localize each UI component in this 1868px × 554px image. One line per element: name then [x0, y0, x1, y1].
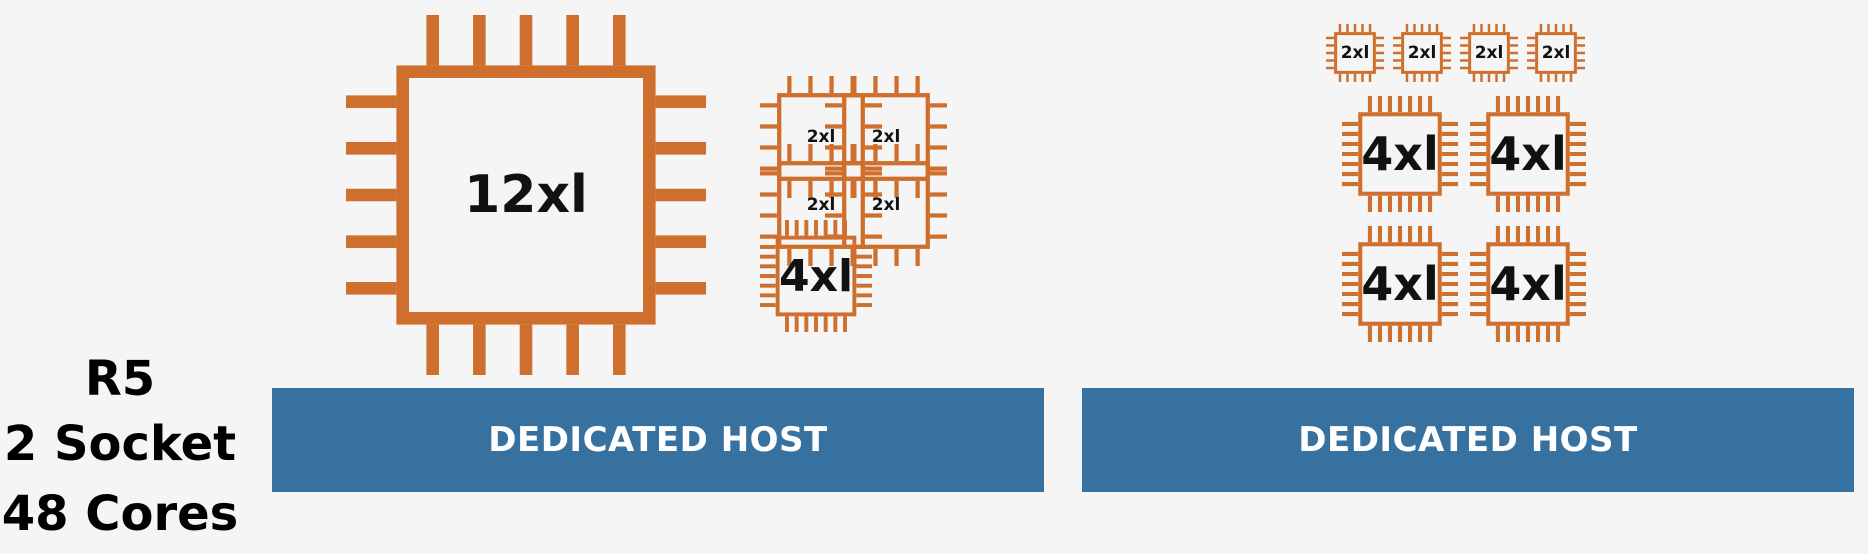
dedicated-host-2-label: DEDICATED HOST: [1298, 420, 1638, 460]
processor-chip-icon: [1326, 24, 1384, 82]
instance-chip-2xl: 2xl: [1326, 24, 1384, 82]
processor-chip-icon: [825, 144, 947, 266]
instance-family-label: R5: [84, 351, 156, 407]
processor-chip-icon: [760, 220, 872, 332]
core-count-label: 48 Cores: [1, 486, 239, 542]
dedicated-host-1-bar: DEDICATED HOST: [272, 388, 1044, 492]
processor-chip-icon: [346, 15, 706, 375]
dedicated-host-1-label: DEDICATED HOST: [488, 420, 828, 460]
processor-chip-icon: [1342, 226, 1458, 342]
instance-chip-12xl: 12xl: [346, 15, 706, 375]
processor-chip-icon: [1393, 24, 1451, 82]
instance-chip-2xl: 2xl: [1527, 24, 1585, 82]
instance-chip-4xl: 4xl: [760, 220, 872, 332]
instance-chip-4xl: 4xl: [1342, 226, 1458, 342]
instance-chip-4xl: 4xl: [1470, 226, 1586, 342]
instance-chip-2xl: 2xl: [1460, 24, 1518, 82]
instance-chip-2xl: 2xl: [1393, 24, 1451, 82]
processor-chip-icon: [1342, 96, 1458, 212]
dedicated-host-2-bar: DEDICATED HOST: [1082, 388, 1854, 492]
processor-chip-icon: [1470, 96, 1586, 212]
instance-chip-4xl: 4xl: [1470, 96, 1586, 212]
processor-chip-icon: [1470, 226, 1586, 342]
processor-chip-icon: [825, 76, 947, 198]
socket-count-label: 2 Socket: [3, 416, 237, 472]
instance-chip-4xl: 4xl: [1342, 96, 1458, 212]
processor-chip-icon: [1460, 24, 1518, 82]
processor-chip-icon: [1527, 24, 1585, 82]
